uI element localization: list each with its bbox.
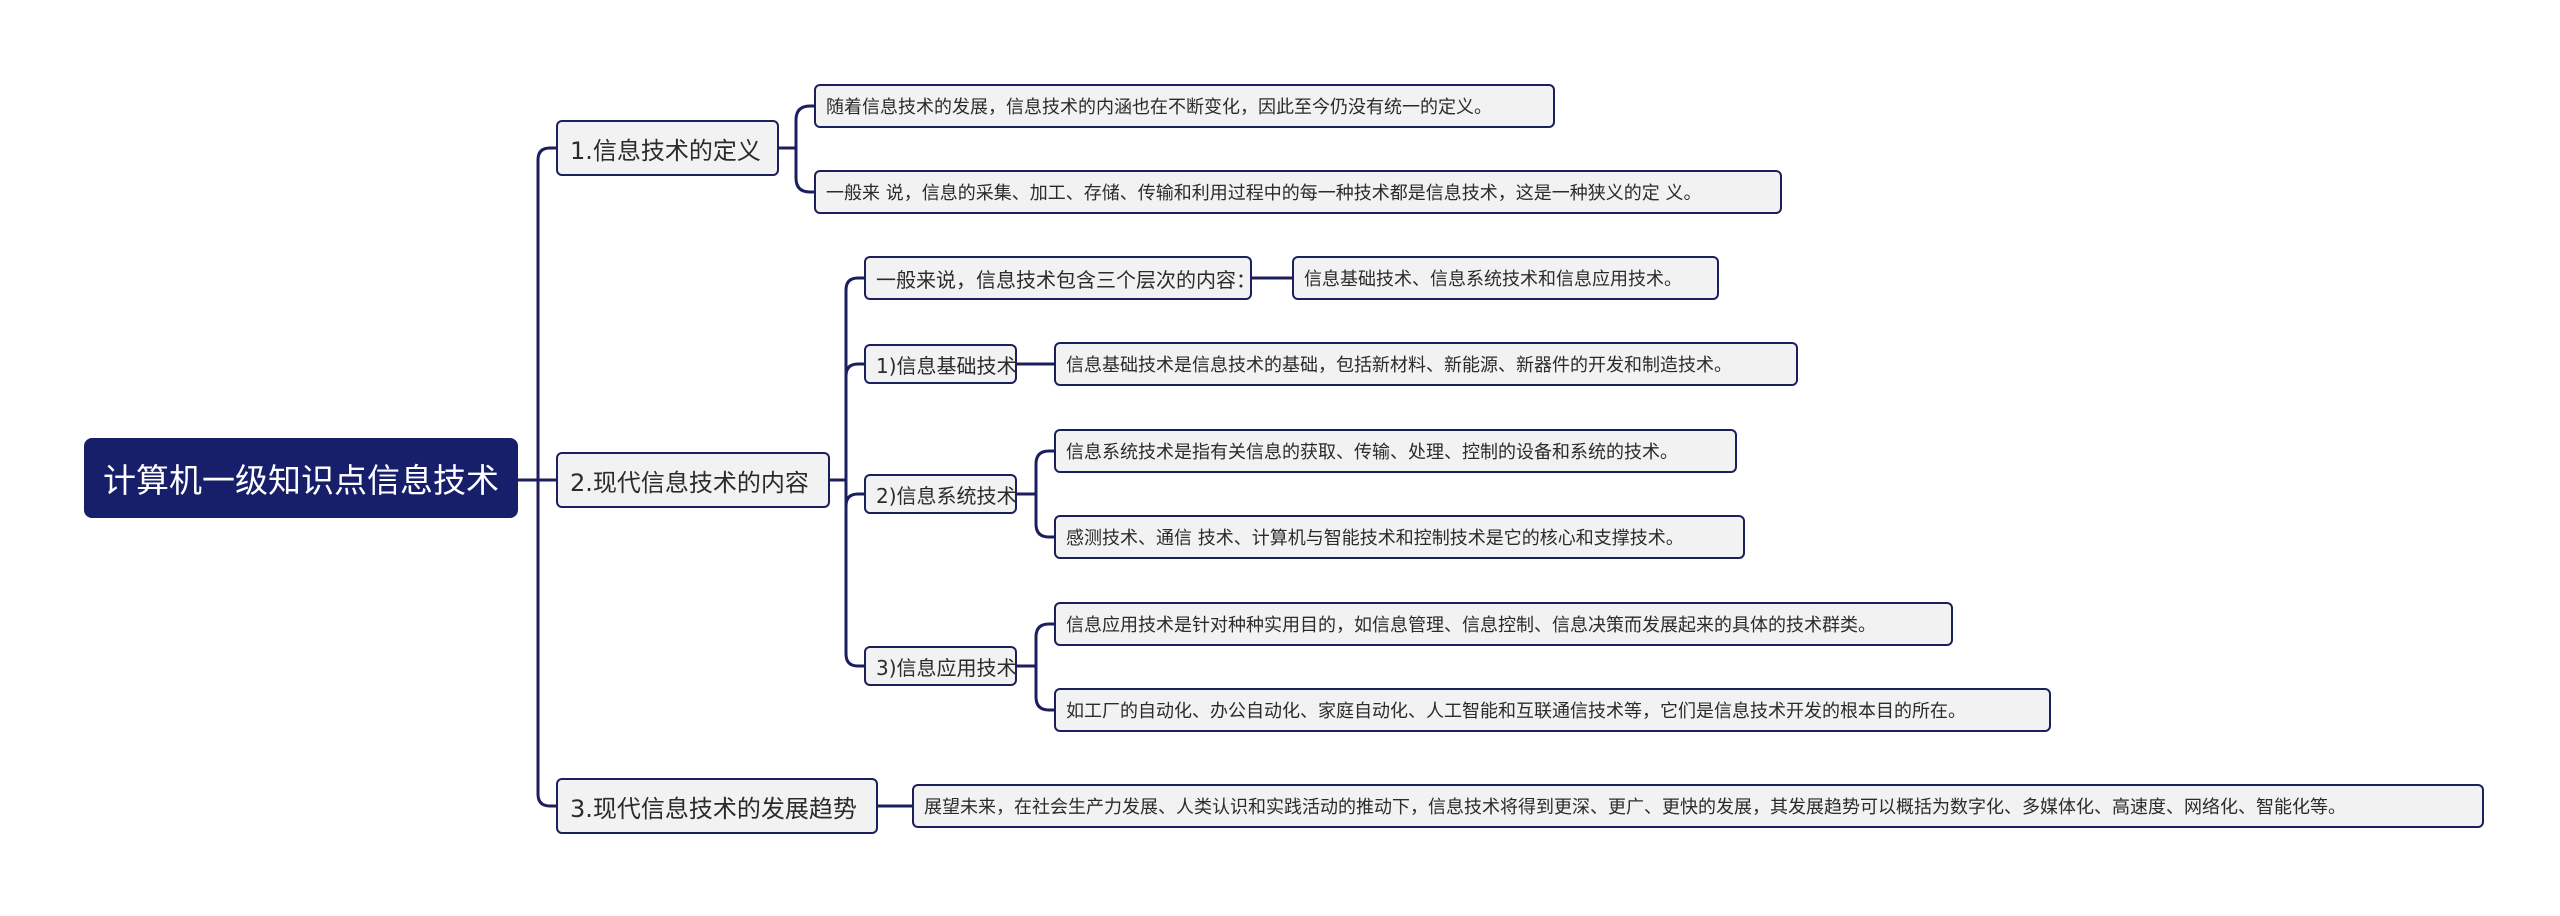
- connector-sub3-leaf2: [1034, 492, 1058, 539]
- definition-leaf-evolving[interactable]: 随着信息技术的发展，信息技术的内涵也在不断变化，因此至今仍没有统一的定义。: [814, 84, 1555, 128]
- info-basic-leaf[interactable]: 信息基础技术是信息技术的基础，包括新材料、新能源、新器件的开发和制造技术。: [1054, 342, 1798, 386]
- info-application-leaf-examples-text: 如工厂的自动化、办公自动化、家庭自动化、人工智能和互联通信技术等，它们是信息技术…: [1066, 701, 1966, 722]
- subtopic-info-system-label: 2)信息系统技术: [876, 483, 1017, 508]
- subtopic-info-system[interactable]: 2)信息系统技术: [864, 474, 1017, 514]
- definition-leaf-narrow-text: 一般来 说，信息的采集、加工、存储、传输和利用过程中的每一种技术都是信息技术，这…: [826, 183, 1702, 204]
- connector-s2-sub3: [844, 478, 868, 507]
- content-three-levels-text: 一般来说，信息技术包含三个层次的内容：: [876, 267, 1256, 292]
- section-trends-label: 3.现代信息技术的发展趋势: [570, 794, 857, 823]
- info-system-leaf-definition[interactable]: 信息系统技术是指有关信息的获取、传输、处理、控制的设备和系统的技术。: [1054, 429, 1737, 473]
- info-system-leaf-core[interactable]: 感测技术、通信 技术、计算机与智能技术和控制技术是它的核心和支撑技术。: [1054, 515, 1745, 559]
- connector-s1-leaf1: [777, 104, 818, 150]
- subtopic-info-basic-label: 1)信息基础技术: [876, 353, 1017, 378]
- info-basic-leaf-text: 信息基础技术是信息技术的基础，包括新材料、新能源、新器件的开发和制造技术。: [1066, 355, 1732, 376]
- connector-s1-leaf2: [794, 146, 818, 194]
- three-levels-leaf[interactable]: 信息基础技术、信息系统技术和信息应用技术。: [1292, 256, 1719, 300]
- section-content[interactable]: 2.现代信息技术的内容: [556, 452, 830, 508]
- connector-root-section3: [536, 478, 562, 808]
- three-levels-leaf-text: 信息基础技术、信息系统技术和信息应用技术。: [1304, 269, 1682, 290]
- info-application-leaf-examples[interactable]: 如工厂的自动化、办公自动化、家庭自动化、人工智能和互联通信技术等，它们是信息技术…: [1054, 688, 2051, 732]
- trends-leaf-text: 展望未来，在社会生产力发展、人类认识和实践活动的推动下，信息技术将得到更深、更广…: [924, 797, 2346, 818]
- connector-s2-sub1: [844, 276, 868, 482]
- info-application-leaf-definition[interactable]: 信息应用技术是针对种种实用目的，如信息管理、信息控制、信息决策而发展起来的具体的…: [1054, 602, 1953, 646]
- definition-leaf-narrow[interactable]: 一般来 说，信息的采集、加工、存储、传输和利用过程中的每一种技术都是信息技术，这…: [814, 170, 1782, 214]
- info-system-leaf-core-text: 感测技术、通信 技术、计算机与智能技术和控制技术是它的核心和支撑技术。: [1066, 528, 1684, 549]
- connector-sub3-leaf1: [1034, 449, 1058, 496]
- definition-leaf-evolving-text: 随着信息技术的发展，信息技术的内涵也在不断变化，因此至今仍没有统一的定义。: [826, 97, 1492, 118]
- trends-leaf[interactable]: 展望未来，在社会生产力发展、人类认识和实践活动的推动下，信息技术将得到更深、更广…: [912, 784, 2484, 828]
- connector-sub4-leaf1: [1034, 622, 1058, 668]
- subtopic-info-application[interactable]: 3)信息应用技术: [864, 646, 1017, 686]
- root-topic-label: 计算机一级知识点信息技术: [103, 461, 499, 500]
- section-definition[interactable]: 1.信息技术的定义: [556, 120, 779, 176]
- connector-s2-sub2: [844, 362, 868, 482]
- subtopic-info-application-label: 3)信息应用技术: [876, 655, 1017, 680]
- connector-root-section1: [536, 146, 562, 482]
- content-three-levels[interactable]: 一般来说，信息技术包含三个层次的内容：: [864, 256, 1256, 300]
- subtopic-info-basic[interactable]: 1)信息基础技术: [864, 344, 1017, 384]
- connector-s2-sub4: [844, 478, 868, 668]
- section-trends[interactable]: 3.现代信息技术的发展趋势: [556, 778, 878, 834]
- root-topic[interactable]: 计算机一级知识点信息技术: [84, 438, 518, 518]
- connector-sub4-leaf2: [1034, 664, 1058, 712]
- info-application-leaf-definition-text: 信息应用技术是针对种种实用目的，如信息管理、信息控制、信息决策而发展起来的具体的…: [1066, 615, 1876, 636]
- section-definition-label: 1.信息技术的定义: [570, 136, 761, 165]
- section-content-label: 2.现代信息技术的内容: [570, 468, 809, 497]
- info-system-leaf-definition-text: 信息系统技术是指有关信息的获取、传输、处理、控制的设备和系统的技术。: [1066, 442, 1678, 463]
